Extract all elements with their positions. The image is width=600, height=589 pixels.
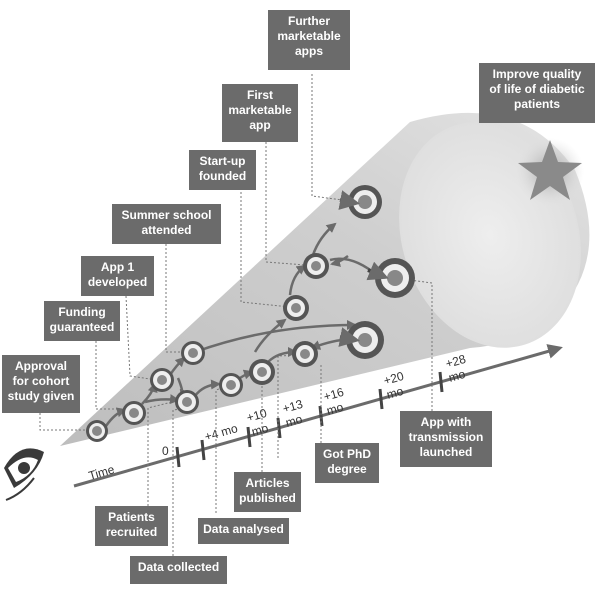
label-approval: Approval for cohort study given — [2, 355, 80, 413]
target-app1 — [150, 368, 174, 392]
label-first-app: First marketable app — [222, 84, 298, 142]
target-articles — [249, 359, 275, 385]
label-further-apps: Further marketable apps — [268, 10, 350, 70]
time-axis — [73, 344, 563, 488]
label-startup: Start-up founded — [189, 150, 256, 190]
svg-text:mo: mo — [385, 384, 405, 402]
label-app1: App 1 developed — [81, 256, 154, 296]
label-phd: Got PhD degree — [315, 443, 379, 483]
tick-16mo: +16 — [322, 385, 346, 404]
target-first-app — [303, 253, 329, 279]
target-funding — [122, 401, 146, 425]
target-data-analysed — [219, 373, 243, 397]
label-articles: Articles published — [234, 472, 301, 512]
target-startup — [283, 295, 309, 321]
label-app-transmission: App with transmission launched — [400, 411, 492, 467]
label-summer-school: Summer school attended — [112, 204, 221, 244]
label-data-analysed: Data analysed — [198, 518, 289, 544]
label-patients: Patients recruited — [95, 506, 168, 546]
svg-text:mo: mo — [250, 421, 270, 439]
target-summer-school — [181, 341, 205, 365]
eye-icon — [4, 448, 44, 501]
tick-13mo: +13 — [281, 397, 305, 416]
svg-text:mo: mo — [325, 400, 345, 418]
label-funding: Funding guaranteed — [44, 301, 120, 341]
tick-0: 0 — [162, 444, 169, 458]
tick-20mo: +20 — [382, 369, 406, 388]
target-data-collected — [292, 341, 318, 367]
target-approval — [86, 420, 108, 442]
label-data-collected: Data collected — [130, 556, 227, 584]
star-icon — [518, 140, 582, 200]
tick-28mo: +28 — [444, 352, 468, 371]
target-app-transmission — [375, 258, 415, 298]
target-patients — [175, 390, 199, 414]
label-goal: Improve quality of life of diabetic pati… — [479, 63, 595, 123]
svg-text:mo: mo — [284, 412, 304, 430]
axis-label-time: Time — [87, 462, 116, 483]
svg-text:mo: mo — [447, 367, 467, 385]
tick-10mo: +10 — [245, 406, 269, 425]
